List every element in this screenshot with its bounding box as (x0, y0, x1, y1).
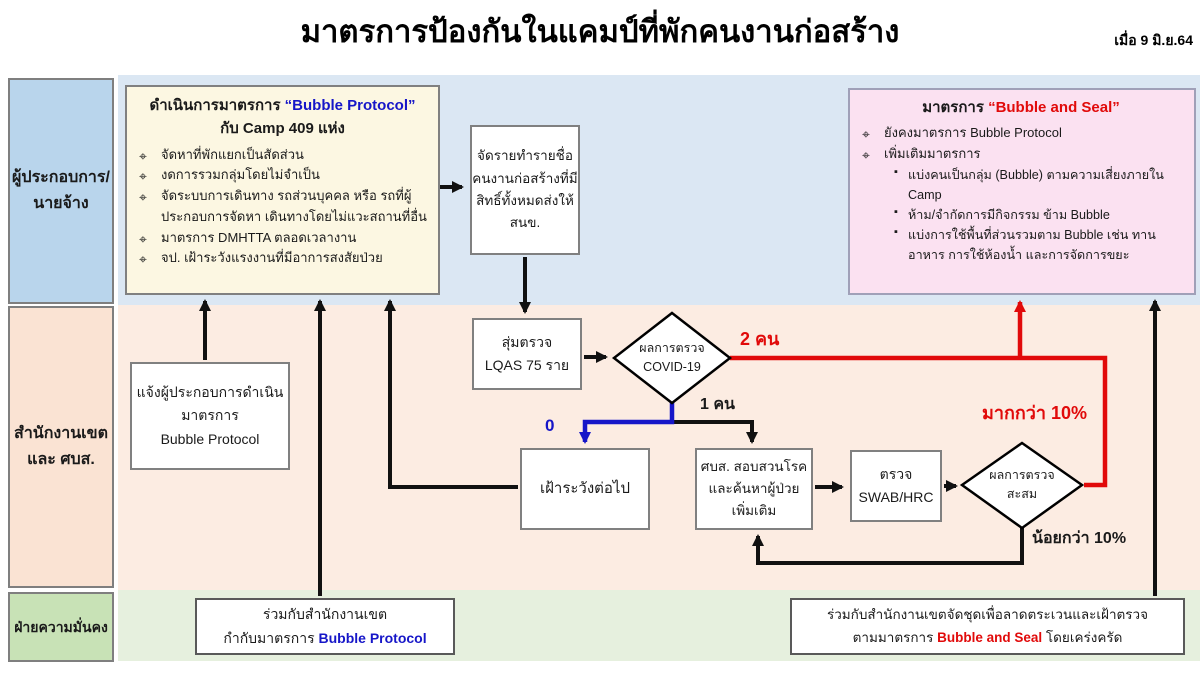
worker-roster-box: จัดรายทำรายชื่อ คนงานก่อสร้างที่มี สิทธิ… (470, 125, 580, 255)
bullet-text: แบ่งการใช้พื้นที่ส่วนรวมตาม Bubble เช่น … (908, 228, 1156, 263)
bullet-text: จัดระบบการเดินทาง รถส่วนบุคคล หรือ รถที่… (161, 188, 427, 224)
edge-label-two-cases: 2 คน (740, 329, 780, 349)
bubble-and-seal-box: มาตรการ “Bubble and Seal” ⌖ ยังคงมาตรการ … (848, 88, 1196, 295)
square-bullet-icon: ▪ (894, 206, 898, 219)
edge-label-over-10-percent: มากกว่า 10% (982, 403, 1088, 423)
list-item: ▪ แบ่งคนเป็นกลุ่ม (Bubble) ตามความเสี่ยงภ… (894, 165, 1184, 205)
security-patrol-line2: ตามมาตรการ Bubble and Seal โดยเคร่งครัด (853, 627, 1123, 650)
date-note: เมื่อ 9 มิ.ย.64 (1114, 32, 1193, 48)
bullet-text: มาตรการ DMHTTA ตลอดเวลางาน (161, 229, 357, 245)
security-patrol-line1: ร่วมกับสำนักงานเขตจัดชุดเพื่อลาดตระเวนแล… (826, 606, 1149, 622)
bullet-text: ห้าม/จำกัดการมีกิจกรรม ข้าม Bubble (908, 208, 1110, 223)
target-bullet-icon: ⌖ (139, 251, 147, 268)
page-title: มาตรการป้องกันในแคมป์ที่พักคนงานก่อสร้าง (300, 14, 900, 49)
security-protocol-line1: ร่วมกับสำนักงานเขต (262, 605, 388, 622)
list-item: ⌖ งดการรวมกลุ่มโดยไม่จำเป็น (139, 165, 430, 186)
bubble-seal-bullet-list: ⌖ ยังคงมาตรการ Bubble Protocol ⌖ เพิ่มเติม… (858, 123, 1184, 165)
edge-label-under-10-percent: น้อยกว่า 10% (1032, 530, 1127, 547)
security-patrol-line2-prefix: ตามมาตรการ (852, 629, 938, 645)
security-lane-label: ฝ่ายความมั่นคง (8, 592, 114, 662)
cumulative-decision-label: ผลการตรวจ สะสม (989, 468, 1055, 501)
target-bullet-icon: ⌖ (862, 126, 870, 143)
bullet-text: แบ่งคนเป็นกลุ่ม (Bubble) ตามความเสี่ยงภา… (908, 167, 1164, 202)
list-item: ▪ แบ่งการใช้พื้นที่ส่วนรวมตาม Bubble เช่น… (894, 225, 1184, 265)
target-bullet-icon: ⌖ (139, 168, 147, 185)
square-bullet-icon: ▪ (894, 165, 898, 178)
bubble-protocol-title-line2: กับ Camp 409 แห่ง (220, 120, 345, 138)
bubble-protocol-title: ดำเนินการมาตรการ “Bubble Protocol” (135, 94, 430, 117)
target-bullet-icon: ⌖ (139, 147, 147, 164)
notify-operator-box: แจ้งผู้ประกอบการดำเนิน มาตรการ Bubble Pr… (130, 362, 290, 470)
district-lane-label: สำนักงานเขต และ ศบส. (8, 306, 114, 588)
lqas-sampling-box: สุ่มตรวจ LQAS 75 ราย (472, 318, 582, 390)
employer-lane-label: ผู้ประกอบการ/ นายจ้าง (8, 78, 114, 304)
bubble-seal-title: มาตรการ “Bubble and Seal” (858, 96, 1184, 119)
security-patrol-box: ร่วมกับสำนักงานเขตจัดชุดเพื่อลาดตระเวนแล… (790, 598, 1185, 655)
target-bullet-icon: ⌖ (862, 147, 870, 164)
continue-monitoring-box: เฝ้าระวังต่อไป (520, 448, 650, 530)
security-protocol-line2-highlight: Bubble Protocol (318, 629, 427, 646)
bullet-text: เพิ่มเติมมาตรการ (884, 146, 981, 162)
bubble-protocol-title-quoted: “Bubble Protocol” (284, 97, 416, 114)
list-item: ⌖ เพิ่มเติมมาตรการ (862, 144, 1184, 165)
covid-decision-label: ผลการตรวจ COVID-19 (639, 341, 705, 374)
edge-label-zero-cases: 0 (545, 416, 555, 435)
disease-investigation-box: ศบส. สอบสวนโรค และค้นหาผู้ป่วย เพิ่มเติม (695, 448, 813, 530)
security-patrol-line2-suffix: โดยเคร่งครัด (1042, 629, 1123, 645)
bubble-seal-title-quoted: “Bubble and Seal” (988, 99, 1120, 116)
list-item: ⌖ จป. เฝ้าระวังแรงงานที่มีอาการสงสัยป่วย (139, 248, 430, 269)
bubble-protocol-box: ดำเนินการมาตรการ “Bubble Protocol” กับ C… (125, 85, 440, 295)
security-patrol-line2-highlight: Bubble and Seal (937, 629, 1043, 645)
list-item: ⌖ ยังคงมาตรการ Bubble Protocol (862, 123, 1184, 144)
security-protocol-line2-prefix: กำกับมาตรการ (223, 629, 319, 646)
bubble-protocol-title-prefix: ดำเนินการมาตรการ (149, 97, 285, 114)
list-item: ⌖ มาตรการ DMHTTA ตลอดเวลางาน (139, 228, 430, 249)
square-bullet-icon: ▪ (894, 226, 898, 239)
security-protocol-box: ร่วมกับสำนักงานเขต กำกับมาตรการ Bubble P… (195, 598, 455, 655)
list-item: ⌖ จัดระบบการเดินทาง รถส่วนบุคคล หรือ รถที… (139, 186, 430, 228)
list-item: ▪ ห้าม/จำกัดการมีกิจกรรม ข้าม Bubble (894, 205, 1184, 225)
security-protocol-line2: กำกับมาตรการ Bubble Protocol (223, 627, 426, 651)
bubble-protocol-bullet-list: ⌖ จัดหาที่พักแยกเป็นสัดส่วน ⌖ งดการรวมกลุ่… (135, 145, 430, 270)
bullet-text: งดการรวมกลุ่มโดยไม่จำเป็น (161, 167, 320, 183)
swab-test-box: ตรวจ SWAB/HRC (850, 450, 942, 522)
target-bullet-icon: ⌖ (139, 230, 147, 247)
bullet-text: จัดหาที่พักแยกเป็นสัดส่วน (161, 146, 304, 162)
target-bullet-icon: ⌖ (139, 189, 147, 206)
bullet-text: ยังคงมาตรการ Bubble Protocol (884, 125, 1062, 141)
bubble-seal-title-prefix: มาตรการ (922, 99, 989, 116)
edge-label-one-case: 1 คน (700, 396, 735, 413)
bubble-seal-sub-bullet-list: ▪ แบ่งคนเป็นกลุ่ม (Bubble) ตามความเสี่ยงภ… (858, 165, 1184, 266)
list-item: ⌖ จัดหาที่พักแยกเป็นสัดส่วน (139, 145, 430, 166)
bullet-text: จป. เฝ้าระวังแรงงานที่มีอาการสงสัยป่วย (161, 250, 383, 266)
